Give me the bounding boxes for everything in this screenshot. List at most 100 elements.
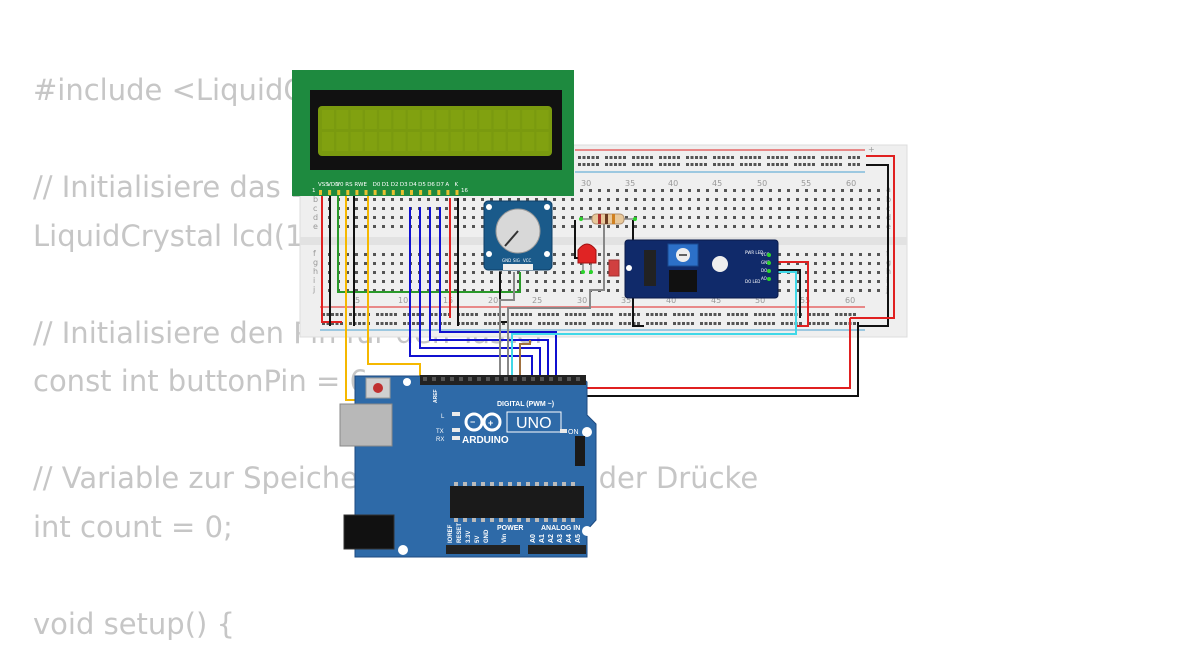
breadboard-hole bbox=[673, 163, 676, 166]
breadboard-hole bbox=[619, 163, 622, 166]
breadboard-hole bbox=[808, 163, 811, 166]
breadboard-hole bbox=[742, 225, 745, 228]
breadboard-hole bbox=[605, 163, 608, 166]
row-letter: f bbox=[313, 249, 316, 258]
breadboard-hole bbox=[688, 216, 691, 219]
breadboard-hole bbox=[751, 216, 754, 219]
lcd-char-cell bbox=[365, 132, 377, 151]
lcd-pin bbox=[328, 190, 331, 195]
breadboard-hole bbox=[436, 271, 439, 274]
breadboard-hole bbox=[769, 189, 772, 192]
breadboard-hole bbox=[857, 163, 860, 166]
breadboard-hole bbox=[349, 322, 352, 325]
breadboard-hole bbox=[713, 156, 716, 159]
breadboard-hole bbox=[722, 163, 725, 166]
breadboard-hole bbox=[625, 198, 628, 201]
breadboard-hole bbox=[587, 163, 590, 166]
breadboard-hole bbox=[641, 163, 644, 166]
analog-pin-label: A5 bbox=[575, 534, 582, 543]
breadboard-hole bbox=[463, 262, 466, 265]
breadboard-hole bbox=[868, 253, 871, 256]
sensor-photo-element bbox=[712, 256, 728, 272]
breadboard-hole bbox=[570, 322, 573, 325]
breadboard-hole bbox=[565, 322, 568, 325]
lcd-pin bbox=[401, 190, 404, 195]
on-label: ON bbox=[568, 429, 579, 436]
breadboard-hole bbox=[678, 313, 681, 316]
breadboard-hole bbox=[823, 262, 826, 265]
breadboard-hole bbox=[760, 198, 763, 201]
breadboard-hole bbox=[444, 313, 447, 316]
breadboard-hole bbox=[823, 289, 826, 292]
breadboard-hole bbox=[868, 289, 871, 292]
lcd-char-cell bbox=[522, 110, 534, 129]
breadboard-hole bbox=[472, 198, 475, 201]
breadboard-hole bbox=[472, 207, 475, 210]
column-number: 35 bbox=[625, 179, 635, 188]
breadboard-hole bbox=[673, 313, 676, 316]
breadboard-hole bbox=[832, 253, 835, 256]
breadboard-hole bbox=[826, 156, 829, 159]
reset-button-cap[interactable] bbox=[373, 383, 383, 393]
breadboard-hole bbox=[607, 207, 610, 210]
breadboard-hole bbox=[877, 216, 880, 219]
breadboard-hole bbox=[718, 313, 721, 316]
lcd-pin-first: 1 bbox=[312, 188, 316, 194]
breadboard-hole bbox=[538, 313, 541, 316]
breadboard-hole bbox=[556, 322, 559, 325]
breadboard-hole bbox=[516, 313, 519, 316]
breadboard-hole bbox=[715, 216, 718, 219]
breadboard-hole bbox=[670, 207, 673, 210]
breadboard-hole bbox=[850, 289, 853, 292]
breadboard-hole bbox=[364, 216, 367, 219]
breadboard-hole bbox=[571, 216, 574, 219]
v33-label-group: 3.3V bbox=[466, 531, 472, 543]
breadboard-hole bbox=[616, 189, 619, 192]
pin-marker bbox=[589, 270, 593, 274]
breadboard-hole bbox=[543, 313, 546, 316]
breadboard-hole bbox=[358, 322, 361, 325]
breadboard-hole bbox=[772, 163, 775, 166]
breadboard-hole bbox=[785, 156, 788, 159]
breadboard-hole bbox=[751, 225, 754, 228]
vin-label: Vin bbox=[502, 533, 508, 543]
breadboard-hole bbox=[463, 198, 466, 201]
breadboard-hole bbox=[877, 198, 880, 201]
breadboard-hole bbox=[580, 289, 583, 292]
chip-pin bbox=[508, 482, 512, 486]
column-number: 25 bbox=[532, 296, 542, 305]
breadboard-hole bbox=[823, 271, 826, 274]
breadboard-hole bbox=[592, 156, 595, 159]
breadboard-hole bbox=[859, 289, 862, 292]
breadboard-hole bbox=[776, 156, 779, 159]
breadboard-hole bbox=[364, 271, 367, 274]
breadboard-hole bbox=[624, 322, 627, 325]
breadboard-hole bbox=[724, 198, 727, 201]
breadboard-hole bbox=[463, 216, 466, 219]
breadboard-hole bbox=[700, 163, 703, 166]
breadboard-hole bbox=[553, 289, 556, 292]
chip-pin bbox=[508, 518, 512, 522]
breadboard-hole bbox=[733, 216, 736, 219]
breadboard-hole bbox=[749, 156, 752, 159]
breadboard-hole bbox=[544, 271, 547, 274]
breadboard-hole bbox=[394, 322, 397, 325]
chip-pin bbox=[526, 482, 530, 486]
breadboard-hole bbox=[781, 156, 784, 159]
breadboard-hole bbox=[421, 322, 424, 325]
breadboard-hole bbox=[704, 163, 707, 166]
breadboard-hole bbox=[841, 253, 844, 256]
chip-pin bbox=[571, 518, 575, 522]
chip-pin bbox=[517, 482, 521, 486]
breadboard-hole bbox=[553, 216, 556, 219]
breadboard-hole bbox=[769, 198, 772, 201]
breadboard-hole bbox=[850, 253, 853, 256]
breadboard-hole bbox=[796, 225, 799, 228]
breadboard-hole bbox=[724, 216, 727, 219]
breadboard-hole bbox=[817, 313, 820, 316]
breadboard-hole bbox=[472, 253, 475, 256]
breadboard-hole bbox=[562, 289, 565, 292]
lcd-pin bbox=[319, 190, 322, 195]
breadboard-hole bbox=[655, 313, 658, 316]
breadboard-hole bbox=[850, 207, 853, 210]
